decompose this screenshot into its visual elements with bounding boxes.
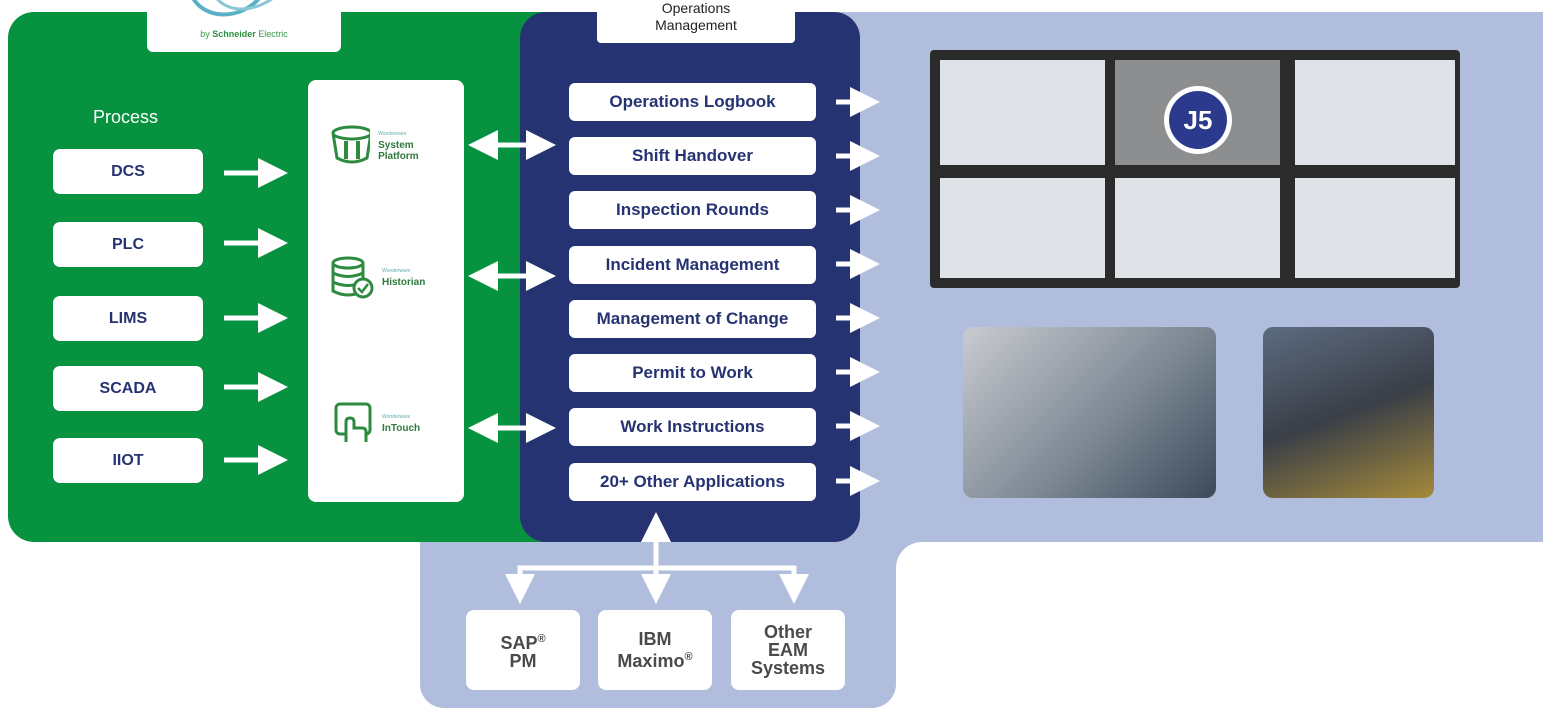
operations-management-header: Operations Management <box>597 0 795 43</box>
wonderware-platforms: Wonderware System Platform Wonderware Hi… <box>308 80 464 502</box>
intouch-hand-icon <box>334 402 372 442</box>
source-iiot: IIOT <box>53 438 203 483</box>
app-incident-management: Incident Management <box>569 246 816 284</box>
historian-database-icon <box>331 256 374 299</box>
system-platform-icon <box>331 125 371 164</box>
panel-notch-cover <box>896 542 948 594</box>
logo-suffix: Electric <box>258 29 288 39</box>
eam-line: PM <box>509 651 537 671</box>
source-plc: PLC <box>53 222 203 267</box>
source-scada: SCADA <box>53 366 203 411</box>
monitor-screen <box>940 60 1105 165</box>
platform-name: Historian <box>382 277 426 288</box>
source-dcs: DCS <box>53 149 203 194</box>
tablet-in-field-photo <box>1263 327 1434 498</box>
app-work-instructions: Work Instructions <box>569 408 816 446</box>
app-permit-to-work: Permit to Work <box>569 354 816 392</box>
app-management-of-change: Management of Change <box>569 300 816 338</box>
monitor-screen <box>940 178 1105 278</box>
wonderware-swoosh-icon <box>192 0 273 17</box>
j5-logo-icon: J5 <box>1164 86 1232 154</box>
eam-line: SAP <box>500 633 538 653</box>
logo-company: Schneider <box>212 29 256 39</box>
people-at-workstation-photo <box>963 327 1216 498</box>
process-label: Process <box>93 107 159 127</box>
monitor-screen <box>1115 178 1280 278</box>
platform-intouch: Wonderware InTouch <box>330 398 450 448</box>
platform-brand: Wonderware <box>378 130 407 137</box>
platform-brand: Wonderware <box>382 414 411 420</box>
registered-mark: ® <box>684 651 693 663</box>
eam-line: Systems <box>750 658 826 678</box>
j5-logo-text: J5 <box>1169 91 1227 149</box>
app-shift-handover: Shift Handover <box>569 137 816 175</box>
eam-line: Other <box>763 622 812 642</box>
platform-system-platform: Wonderware System Platform <box>330 120 450 170</box>
monitor-screen <box>1295 60 1455 165</box>
app-operations-logbook: Operations Logbook <box>569 83 816 121</box>
source-lims: LIMS <box>53 296 203 341</box>
eam-sap-pm: SAP®PM <box>466 610 580 690</box>
eam-line: Maximo <box>617 651 685 671</box>
eam-line: EAM <box>768 640 808 660</box>
logo-prefix: by <box>200 29 210 39</box>
platform-name: InTouch <box>382 423 421 434</box>
monitor-screen <box>1295 178 1455 278</box>
top-strip <box>352 0 584 10</box>
schneider-logo: by Schneider Electric <box>147 0 341 52</box>
platform-name: System Platform <box>378 139 419 162</box>
app-inspection-rounds: Inspection Rounds <box>569 191 816 229</box>
platform-brand: Wonderware <box>382 268 411 274</box>
platform-historian: Wonderware Historian <box>330 252 450 302</box>
app-other-applications: 20+ Other Applications <box>569 463 816 501</box>
registered-mark: ® <box>537 633 546 645</box>
eam-line: IBM <box>638 629 672 649</box>
